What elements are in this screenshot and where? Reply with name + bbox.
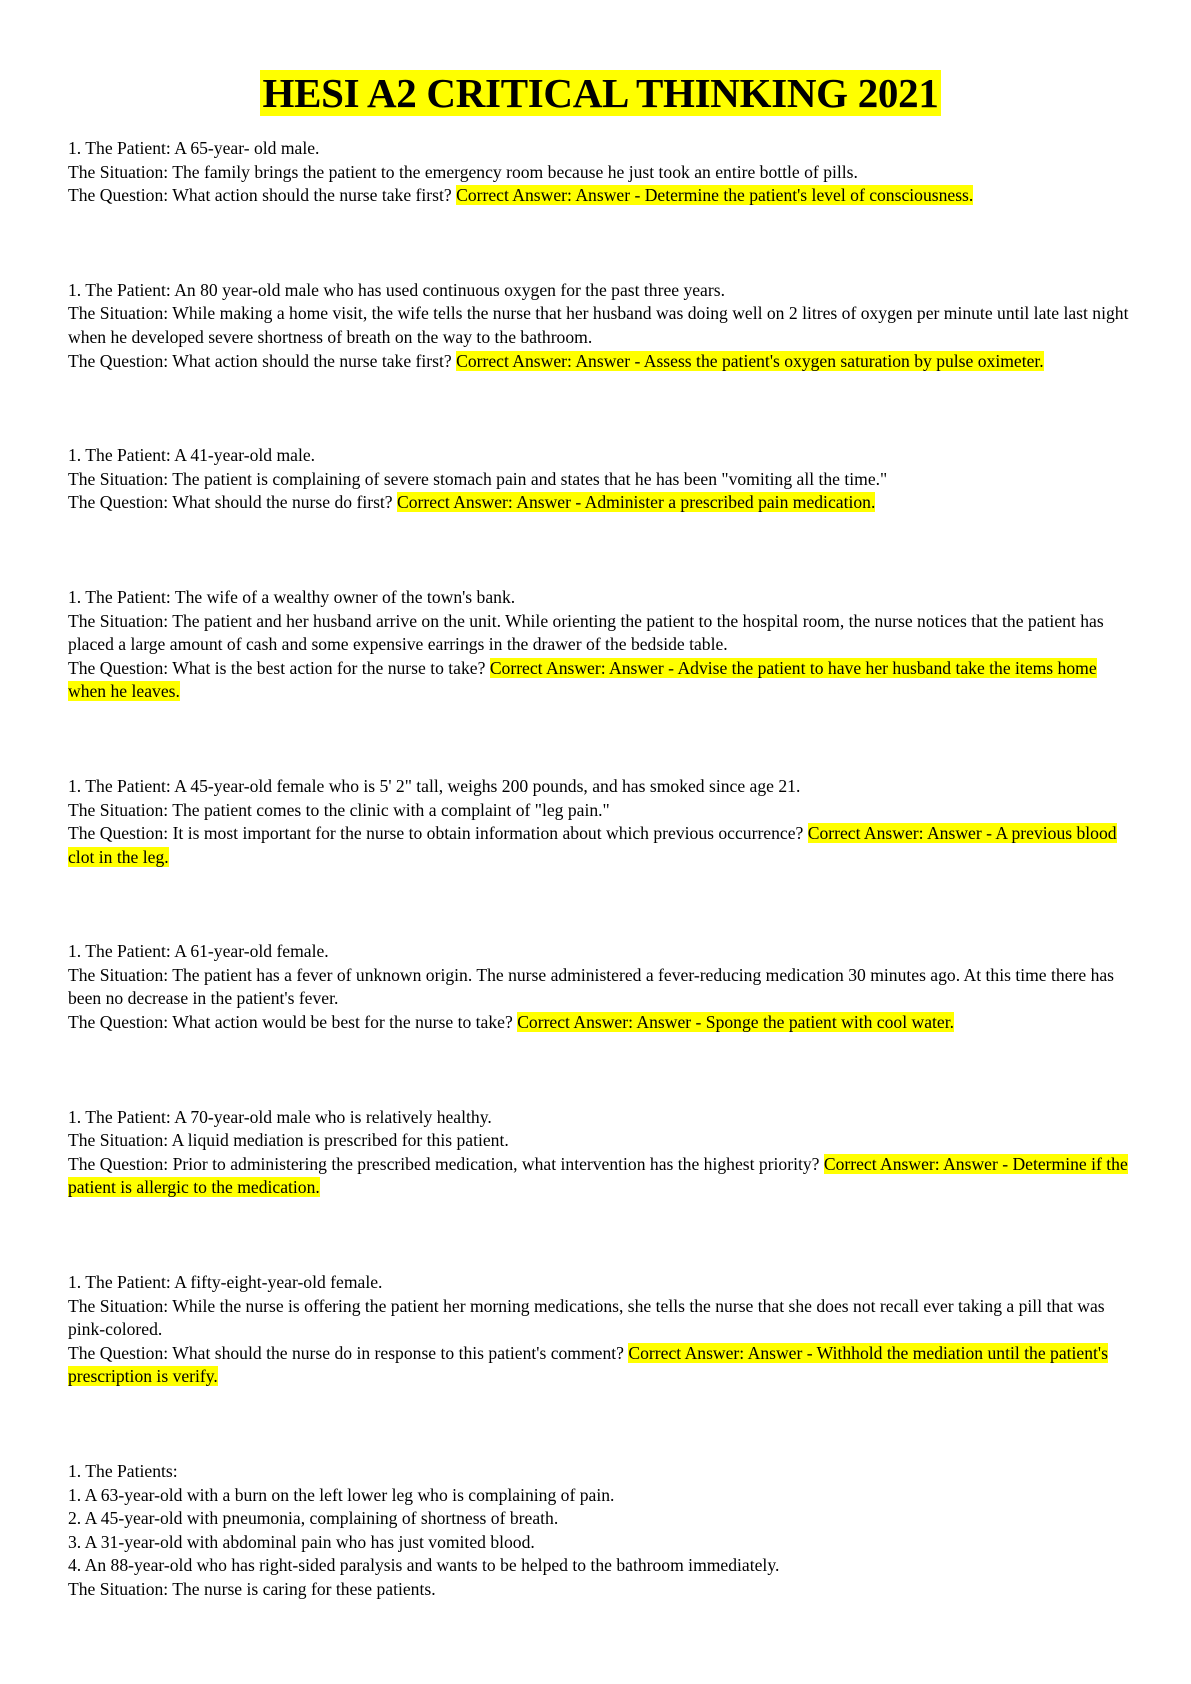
question-line: The Question: What should the nurse do i… [68, 1342, 1133, 1389]
patient-list-item: 1. A 63-year-old with a burn on the left… [68, 1484, 615, 1505]
question-block: 1. The Patient: A 41-year-old male.The S… [68, 444, 1133, 515]
situation-line: The Situation: The patient is complainin… [68, 468, 888, 489]
question-line: The Question: It is most important for t… [68, 822, 1133, 869]
question-text: The Question: What action should the nur… [68, 185, 452, 206]
question-line: The Question: What is the best action fo… [68, 657, 1133, 704]
patient-list-item: 3. A 31-year-old with abdominal pain who… [68, 1531, 535, 1552]
question-text: The Question: What action should the nur… [68, 350, 452, 371]
patient-list-item: 4. An 88-year-old who has right-sided pa… [68, 1555, 780, 1576]
situation-line: The Situation: The family brings the pat… [68, 161, 858, 182]
correct-answer: Correct Answer: Answer - Determine the p… [456, 185, 974, 206]
question-block: 1. The Patient: An 80 year-old male who … [68, 279, 1133, 373]
document-page: HESI A2 CRITICAL THINKING 2021 1. The Pa… [68, 68, 1133, 1602]
question-text: The Question: What is the best action fo… [68, 657, 486, 678]
patient-line: 1. The Patient: A fifty-eight-year-old f… [68, 1272, 383, 1293]
question-line: The Question: What action would be best … [68, 1011, 1133, 1035]
patient-line: 1. The Patient: A 65-year- old male. [68, 138, 320, 158]
correct-answer: Correct Answer: Answer - Assess the pati… [456, 350, 1044, 371]
question-text: The Question: It is most important for t… [68, 823, 804, 844]
question-line: The Question: What should the nurse do f… [68, 491, 1133, 515]
patient-line: 1. The Patient: A 61-year-old female. [68, 941, 329, 962]
patient-list-item: 2. A 45-year-old with pneumonia, complai… [68, 1508, 559, 1529]
correct-answer: Correct Answer: Answer - Administer a pr… [397, 492, 876, 513]
question-block: 1. The Patient: A 65-year- old male. The … [68, 137, 1133, 208]
question-list: 1. The Patient: A 65-year- old male. The … [68, 137, 1133, 1389]
patient-line: 1. The Patient: A 45-year-old female who… [68, 775, 801, 796]
situation-line: The Situation: A liquid mediation is pre… [68, 1130, 509, 1151]
question-block: 1. The Patient: A 45-year-old female who… [68, 775, 1133, 869]
question-text: The Question: What should the nurse do f… [68, 492, 393, 513]
question-block-last: 1. The Patients: 1. A 63-year-old with a… [68, 1460, 1133, 1602]
question-block: 1. The Patient: A fifty-eight-year-old f… [68, 1271, 1133, 1389]
patients-heading: 1. The Patients: [68, 1461, 178, 1481]
situation-line: The Situation: While the nurse is offeri… [68, 1295, 1105, 1340]
question-text: The Question: What should the nurse do i… [68, 1342, 624, 1363]
correct-answer: Correct Answer: Answer - Sponge the pati… [517, 1012, 954, 1033]
question-block: 1. The Patient: The wife of a wealthy ow… [68, 586, 1133, 704]
situation-line: The Situation: The patient comes to the … [68, 799, 610, 820]
question-line: The Question: What action should the nur… [68, 350, 1133, 374]
patient-line: 1. The Patient: The wife of a wealthy ow… [68, 586, 516, 607]
patient-line: 1. The Patient: A 70-year-old male who i… [68, 1106, 492, 1127]
question-text: The Question: Prior to administering the… [68, 1153, 820, 1174]
situation-line: The Situation: While making a home visit… [68, 303, 1129, 347]
question-block: 1. The Patient: A 61-year-old female.The… [68, 940, 1133, 1034]
document-title: HESI A2 CRITICAL THINKING 2021 [260, 70, 941, 116]
situation-line: The Situation: The patient has a fever o… [68, 964, 1115, 1009]
patient-line: 1. The Patient: An 80 year-old male who … [68, 279, 725, 300]
situation-line: The Situation: The nurse is caring for t… [68, 1578, 436, 1599]
question-text: The Question: What action would be best … [68, 1012, 513, 1033]
situation-line: The Situation: The patient and her husba… [68, 610, 1104, 655]
patient-line: 1. The Patient: A 41-year-old male. [68, 445, 316, 466]
question-block: 1. The Patient: A 70-year-old male who i… [68, 1106, 1133, 1200]
title-container: HESI A2 CRITICAL THINKING 2021 [68, 68, 1133, 128]
question-line: The Question: Prior to administering the… [68, 1153, 1133, 1200]
question-line: The Question: What action should the nur… [68, 184, 1133, 208]
